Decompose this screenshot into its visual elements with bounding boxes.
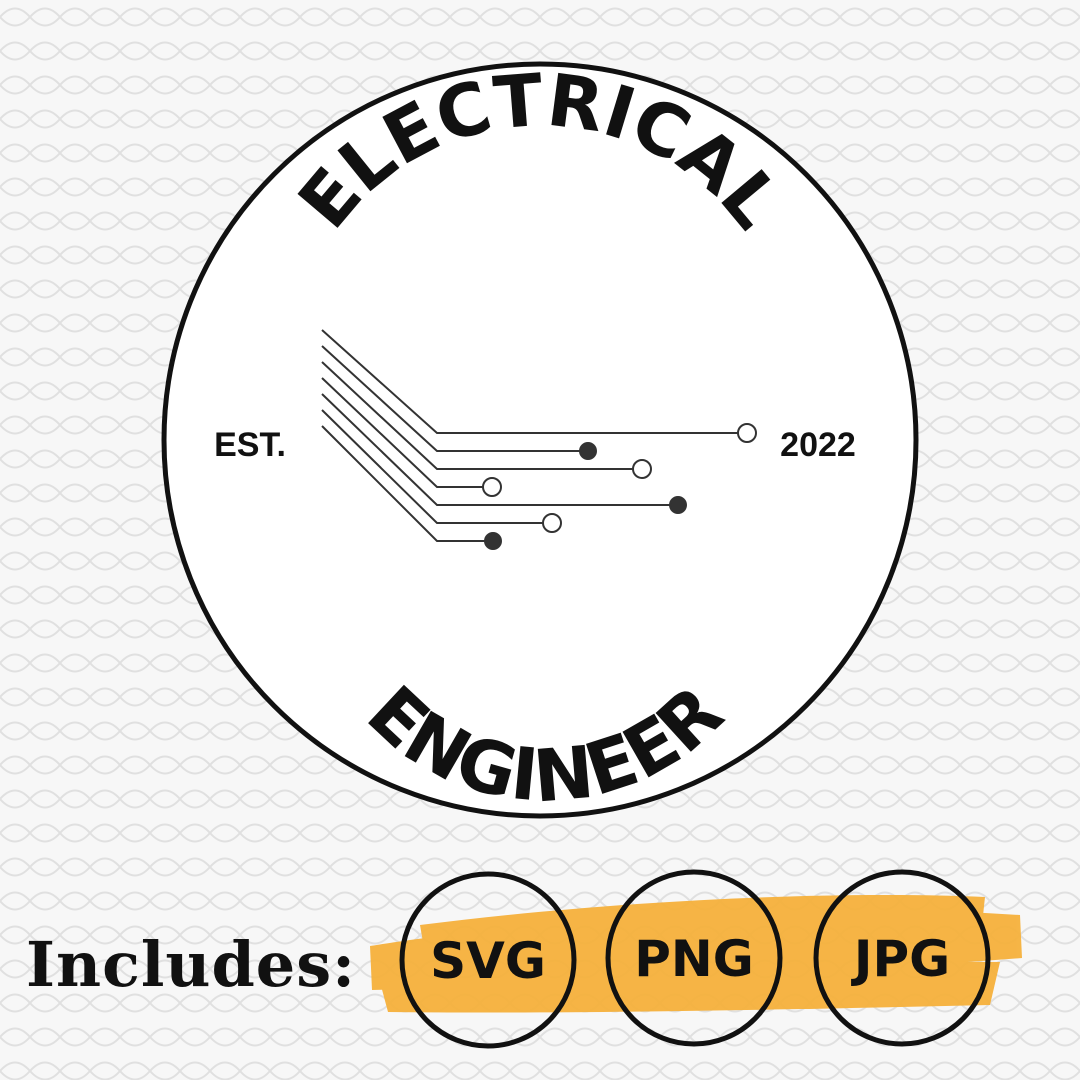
highlight-brush-stroke [370,895,1022,1013]
est-label: EST. [214,426,286,464]
circuit-traces-icon [321,329,757,550]
year-label: 2022 [780,426,856,464]
format-svg: SVG [430,932,546,990]
format-png: PNG [634,930,754,988]
badge-circle [161,61,919,819]
svg-format-circle [399,871,577,1049]
png-format-circle [605,869,783,1047]
format-badges: SVG PNG JPG [399,869,991,1049]
format-jpg: JPG [851,930,950,988]
jpg-format-circle [813,869,991,1047]
includes-label: Includes: [26,928,357,1001]
